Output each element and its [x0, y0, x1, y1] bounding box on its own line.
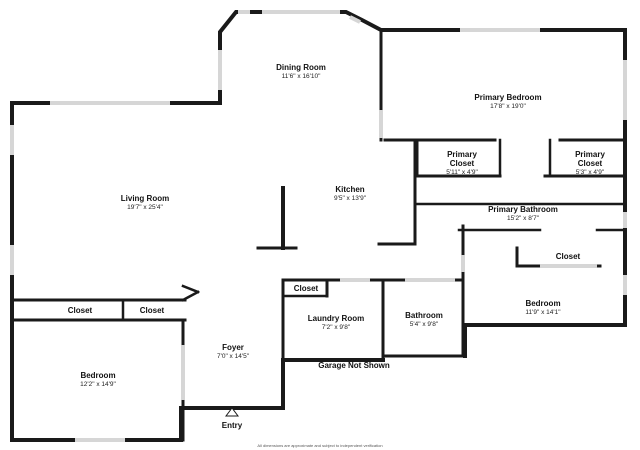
closet-left-2-name: Closet: [140, 306, 165, 315]
primary-closet-2-name: Primary: [575, 150, 605, 159]
closet-laundry-name: Closet: [294, 284, 319, 293]
entry-label: Entry: [222, 421, 243, 430]
kitchen-dim: 9'5" x 13'9": [334, 195, 367, 202]
walls: [10, 10, 627, 442]
primary-closet-1-name2: Closet: [450, 159, 475, 168]
disclaimer: All dimensions are approximate and subje…: [257, 443, 382, 448]
living-room-name: Living Room: [121, 194, 169, 203]
entry-marker: [225, 407, 239, 417]
primary-closet-2-name2: Closet: [578, 159, 603, 168]
primary-closet-1-name: Primary: [447, 150, 477, 159]
laundry-room-dim: 7'2" x 9'8": [322, 324, 351, 331]
bedroom-left-name: Bedroom: [80, 371, 115, 380]
laundry-room-name: Laundry Room: [308, 314, 364, 323]
primary-bathroom-dim: 15'2" x 8'7": [507, 215, 540, 222]
foyer-dim: 7'0" x 14'5": [217, 353, 250, 360]
dining-room-name: Dining Room: [276, 63, 326, 72]
bathroom-name: Bathroom: [405, 311, 443, 320]
kitchen-name: Kitchen: [335, 185, 364, 194]
living-room-dim: 19'7" x 25'4": [127, 204, 163, 211]
bedroom-left-dim: 12'2" x 14'9": [80, 381, 116, 388]
primary-bedroom-dim: 17'8" x 19'0": [490, 103, 526, 110]
bathroom-dim: 5'4" x 9'8": [410, 321, 439, 328]
bedroom-right-dim: 11'9" x 14'1": [525, 309, 561, 316]
windows: [10, 10, 627, 442]
primary-closet-2-dim: 5'3" x 4'9": [576, 169, 605, 176]
primary-closet-1-dim: 5'11" x 4'9": [446, 169, 478, 176]
closet-left-1-name: Closet: [68, 306, 93, 315]
garage-note: Garage Not Shown: [318, 361, 390, 370]
primary-bedroom-name: Primary Bedroom: [474, 93, 541, 102]
room-labels: Dining Room 11'6" x 16'10" Primary Bedro…: [68, 63, 606, 448]
bedroom-right-name: Bedroom: [525, 299, 560, 308]
foyer-name: Foyer: [222, 343, 244, 352]
dining-room-dim: 11'6" x 16'10": [282, 73, 321, 80]
primary-bathroom-name: Primary Bathroom: [488, 205, 558, 214]
closet-right-name: Closet: [556, 252, 581, 261]
